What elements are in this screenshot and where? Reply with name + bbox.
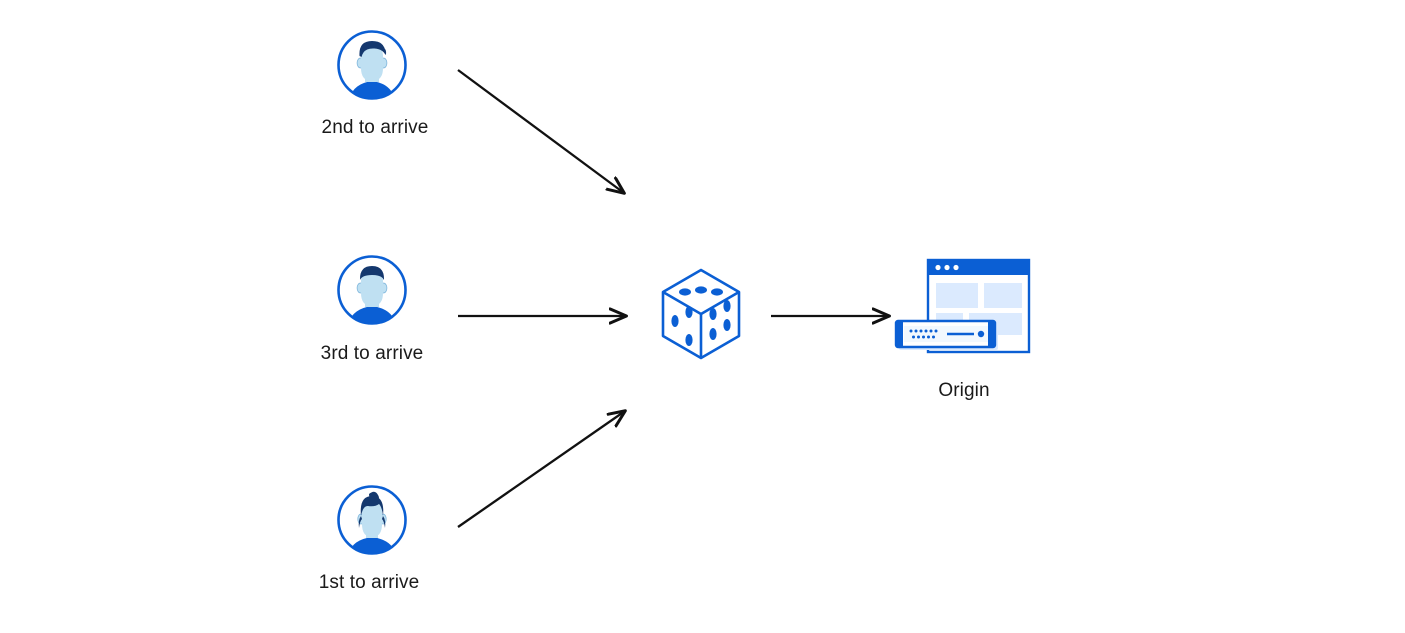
client-node-3rd[interactable]	[335, 253, 409, 327]
browser-dot-icon	[953, 264, 959, 271]
user-avatar-icon	[337, 255, 407, 325]
origin-label: Origin	[938, 380, 990, 401]
client-node-1st[interactable]	[335, 483, 409, 557]
arrow-1st-to-die	[457, 411, 625, 528]
arrow-2nd-to-die	[457, 69, 624, 193]
browser-dot-icon	[935, 264, 941, 271]
dice-icon	[661, 268, 741, 360]
randomizer-node[interactable]	[655, 264, 747, 364]
router-device-icon	[894, 319, 998, 350]
user-avatar-icon	[337, 485, 407, 555]
client-label-2nd: 2nd to arrive	[321, 117, 429, 138]
client-label-3rd: 3rd to arrive	[320, 343, 424, 364]
browser-dot-icon	[944, 264, 950, 271]
client-label-1st: 1st to arrive	[318, 572, 420, 593]
client-node-2nd[interactable]	[335, 28, 409, 102]
user-avatar-icon	[337, 30, 407, 100]
origin-server-icon	[894, 258, 1031, 354]
origin-node[interactable]	[890, 255, 1031, 355]
